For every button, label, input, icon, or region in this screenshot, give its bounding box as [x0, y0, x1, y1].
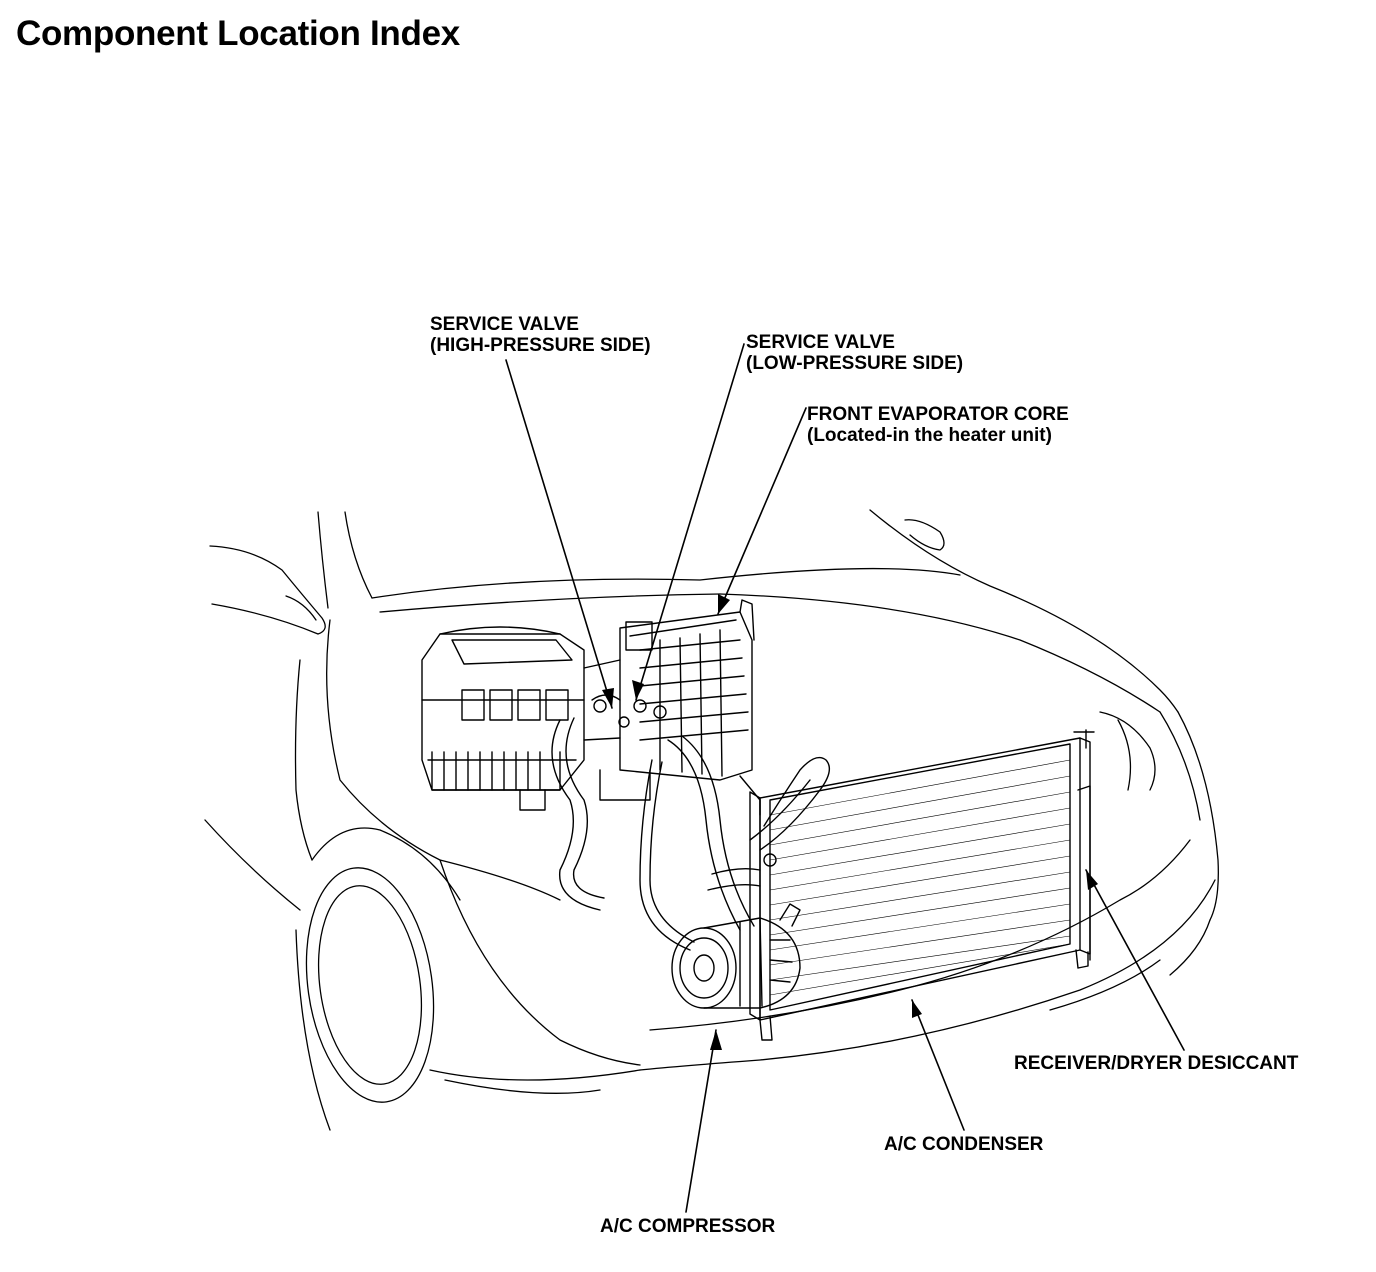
- callout-line: (HIGH-PRESSURE SIDE): [430, 335, 651, 356]
- callout-line: (Located-in the heater unit): [807, 425, 1052, 446]
- page-title: Component Location Index: [16, 14, 460, 53]
- callout-line: (LOW-PRESSURE SIDE): [746, 353, 964, 374]
- callout-receiver-dryer-desiccant: RECEIVER/DRYER DESICCANT: [1014, 1053, 1298, 1074]
- callout-service-valve-low-pressure: SERVICE VALVE (LOW-PRESSURE SIDE): [746, 332, 963, 374]
- callout-line: SERVICE VALVE: [430, 314, 579, 335]
- vehicle-body-outline: [204, 509, 1219, 1131]
- leader-lines: [505, 343, 1185, 1213]
- callout-ac-compressor: A/C COMPRESSOR: [600, 1216, 775, 1237]
- refrigerant-piping: [551, 699, 831, 951]
- heater-unit: [421, 599, 761, 816]
- callout-ac-condenser: A/C CONDENSER: [884, 1134, 1043, 1155]
- ac-condenser: [749, 729, 1095, 1041]
- leader-arrowheads: [602, 594, 1098, 1050]
- ac-compressor: [671, 903, 801, 1009]
- callout-line: RECEIVER/DRYER DESICCANT: [1014, 1053, 1299, 1074]
- callout-front-evaporator-core: FRONT EVAPORATOR CORE (Located-in the he…: [807, 404, 1069, 446]
- callout-line: SERVICE VALVE: [746, 332, 895, 353]
- callout-line: A/C COMPRESSOR: [600, 1216, 776, 1237]
- callout-service-valve-high-pressure: SERVICE VALVE (HIGH-PRESSURE SIDE): [430, 314, 651, 356]
- callout-line: A/C CONDENSER: [884, 1134, 1044, 1155]
- callout-line: FRONT EVAPORATOR CORE: [807, 404, 1069, 425]
